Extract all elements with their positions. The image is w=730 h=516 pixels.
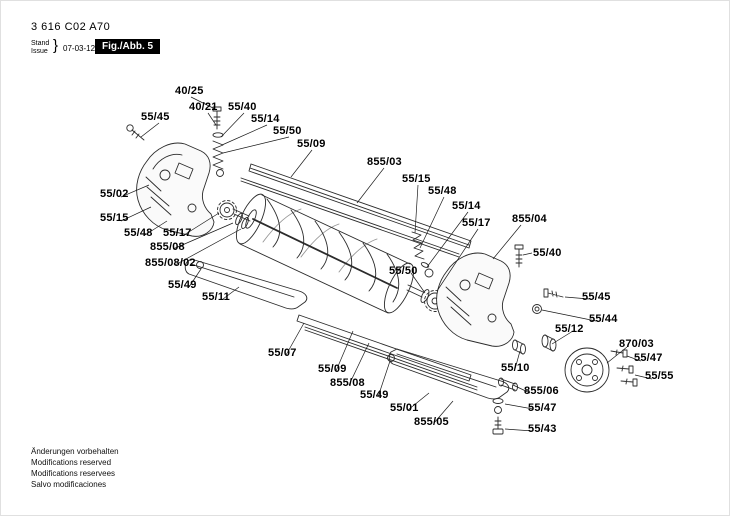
right-plate-screws <box>514 244 564 314</box>
left-screw <box>126 124 145 141</box>
part-label: 55/50 <box>273 125 302 137</box>
part-label: 55/55 <box>645 370 674 382</box>
lower-roller <box>498 377 518 392</box>
part-label: 55/49 <box>360 389 389 401</box>
part-label: 40/21 <box>189 101 218 113</box>
part-label: 855/08/02 <box>145 257 196 269</box>
part-label: 55/40 <box>228 101 257 113</box>
part-label: 55/02 <box>100 188 129 200</box>
bushings <box>512 334 557 355</box>
part-label: 55/12 <box>555 323 584 335</box>
part-label: 55/17 <box>163 227 192 239</box>
part-label: 55/11 <box>202 291 230 303</box>
part-label: 55/43 <box>528 423 557 435</box>
part-label: 55/15 <box>402 173 431 185</box>
issue-label: Issue <box>31 48 48 55</box>
footer-line: Salvo modificaciones <box>31 480 107 489</box>
footer-line: Änderungen vorbehalten <box>31 447 119 456</box>
figure-badge: Fig./Abb. 5 <box>95 39 161 54</box>
stand-label: Stand <box>31 40 50 47</box>
part-label: 55/48 <box>428 185 457 197</box>
footer-notices: Änderungen vorbehalten Modifications res… <box>31 446 119 490</box>
stand-issue-brace: } <box>53 37 59 54</box>
part-label: 55/50 <box>389 265 418 277</box>
blade-bar <box>248 163 472 249</box>
pulley-screws <box>610 349 638 387</box>
part-label: 55/17 <box>462 217 491 229</box>
belt-pulley <box>564 347 610 393</box>
footer-line: Modifications reserved <box>31 458 112 467</box>
top-fastener-stack <box>212 106 224 177</box>
part-label: 55/45 <box>582 291 611 303</box>
part-label: 855/04 <box>512 213 547 225</box>
part-label: 55/44 <box>589 313 618 325</box>
part-label: 55/14 <box>251 113 280 125</box>
right-side-plate <box>436 252 515 347</box>
part-label: 55/40 <box>533 247 562 259</box>
part-label: 55/09 <box>318 363 347 375</box>
part-label: 55/07 <box>268 347 297 359</box>
part-label: 55/47 <box>528 402 557 414</box>
part-label: 40/25 <box>175 85 204 97</box>
left-channel <box>184 258 308 310</box>
left-side-plate <box>136 142 215 237</box>
part-label: 55/14 <box>452 200 481 212</box>
part-label: 855/03 <box>367 156 402 168</box>
document-part-number: 3 616 C02 A70 <box>31 21 111 33</box>
leader-lines <box>120 96 653 432</box>
part-label: 55/01 <box>390 402 419 414</box>
part-label: 855/08 <box>150 241 185 253</box>
part-label: 870/03 <box>619 338 654 350</box>
support-rod <box>240 177 460 258</box>
part-label: 855/06 <box>524 385 559 397</box>
right-spring-stack <box>411 231 434 278</box>
issue-date: 07-03-12 <box>63 44 96 53</box>
reel-cylinder <box>235 193 415 314</box>
lower-blade-bar <box>296 314 478 391</box>
bottom-fastener-stack <box>492 398 504 435</box>
footer-line: Modifications reservees <box>31 469 116 478</box>
part-label: 55/48 <box>124 227 153 239</box>
part-label: 855/08 <box>330 377 365 389</box>
left-shaft-knob <box>217 200 251 229</box>
part-label: 55/49 <box>168 279 197 291</box>
part-label: 855/05 <box>414 416 449 428</box>
part-label: 55/47 <box>634 352 663 364</box>
part-label: 55/09 <box>297 138 326 150</box>
part-label: 55/45 <box>141 111 170 123</box>
right-channel <box>388 348 510 400</box>
part-label: 55/15 <box>100 212 129 224</box>
part-label: 55/10 <box>501 362 530 374</box>
